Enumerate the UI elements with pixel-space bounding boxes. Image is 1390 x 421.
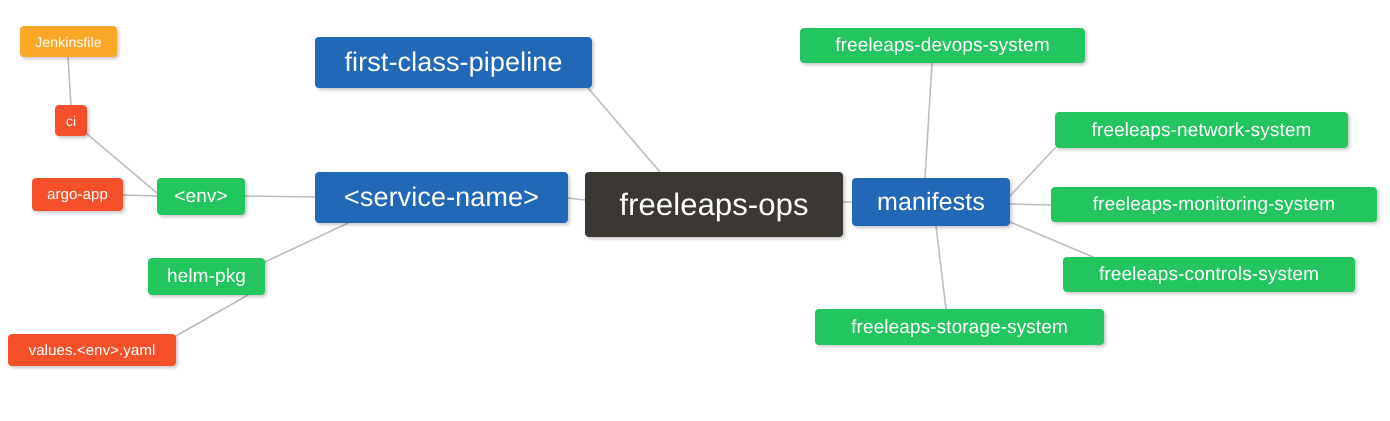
mindmap-node-manifests[interactable]: manifests bbox=[852, 178, 1010, 226]
mindmap-node-label: argo-app bbox=[47, 186, 108, 203]
edge-env-to-service-name bbox=[244, 195, 316, 198]
edge-values-yaml-to-helm-pkg bbox=[175, 294, 249, 337]
mindmap-node-label: helm-pkg bbox=[167, 266, 246, 287]
edge-manifests-to-monitoring-system bbox=[1009, 203, 1052, 206]
mindmap-node-label: ci bbox=[65, 112, 77, 129]
mindmap-node-label: first-class-pipeline bbox=[344, 47, 563, 77]
mindmap-node-storage-system[interactable]: freeleaps-storage-system bbox=[815, 309, 1104, 345]
mindmap-node-network-system[interactable]: freeleaps-network-system bbox=[1055, 112, 1348, 148]
mindmap-node-label: freeleaps-monitoring-system bbox=[1092, 194, 1336, 215]
mindmap-node-jenkinsfile[interactable]: Jenkinsfile bbox=[20, 26, 117, 57]
mindmap-node-service-name[interactable]: <service-name> bbox=[315, 172, 568, 223]
mindmap-node-controls-system[interactable]: freeleaps-controls-system bbox=[1063, 257, 1355, 292]
edge-manifests-to-network-system bbox=[1009, 147, 1056, 197]
mindmap-node-label: manifests bbox=[877, 187, 985, 216]
mindmap-node-label: freeleaps-storage-system bbox=[851, 316, 1068, 338]
mindmap-node-label: freeleaps-devops-system bbox=[835, 35, 1050, 56]
edge-jenkinsfile-to-ci bbox=[67, 56, 72, 106]
mindmap-node-label: freeleaps-ops bbox=[619, 187, 809, 222]
mindmap-node-label: freeleaps-network-system bbox=[1091, 119, 1312, 141]
mindmap-node-argo-app[interactable]: argo-app bbox=[32, 178, 123, 211]
mindmap-node-values-yaml[interactable]: values.<env>.yaml bbox=[8, 334, 176, 366]
mindmap-node-freeleaps-ops[interactable]: freeleaps-ops bbox=[585, 172, 843, 237]
edge-manifests-to-storage-system bbox=[935, 225, 947, 310]
mindmap-node-first-class-pipeline[interactable]: first-class-pipeline bbox=[315, 37, 592, 88]
mindmap-node-label: values.<env>.yaml bbox=[28, 341, 156, 359]
edge-argo-app-to-env bbox=[122, 194, 158, 197]
mindmap-node-label: freeleaps-controls-system bbox=[1098, 264, 1320, 285]
edge-first-class-pipeline-to-freeleaps-ops bbox=[587, 87, 661, 173]
mindmap-node-label: <service-name> bbox=[344, 182, 539, 212]
mindmap-node-label: <env> bbox=[174, 186, 228, 207]
edge-helm-pkg-to-service-name bbox=[264, 222, 349, 263]
mindmap-node-devops-system[interactable]: freeleaps-devops-system bbox=[800, 28, 1085, 63]
mindmap-node-env[interactable]: <env> bbox=[157, 178, 245, 215]
edge-service-name-to-freeleaps-ops bbox=[567, 197, 586, 201]
mindmap-node-ci[interactable]: ci bbox=[55, 105, 87, 136]
mindmap-node-helm-pkg[interactable]: helm-pkg bbox=[148, 258, 265, 295]
edge-manifests-to-controls-system bbox=[1009, 221, 1094, 258]
mindmap-node-monitoring-system[interactable]: freeleaps-monitoring-system bbox=[1051, 187, 1377, 222]
mindmap-node-label: Jenkinsfile bbox=[35, 33, 102, 50]
edge-manifests-to-devops-system bbox=[924, 62, 933, 179]
